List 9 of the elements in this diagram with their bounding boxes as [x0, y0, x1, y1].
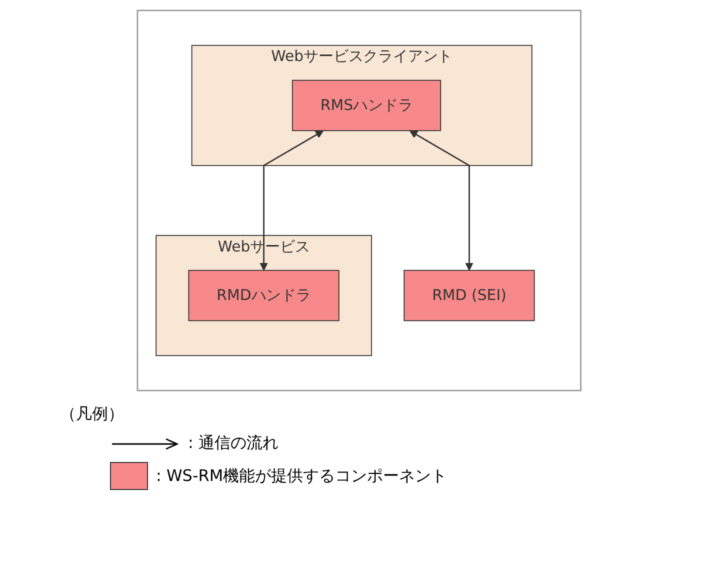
node-box: RMDハンドラ [188, 269, 340, 321]
arrow [409, 130, 474, 270]
legend-heading: （凡例） [60, 404, 124, 425]
cluster [136, 9, 582, 391]
legend-text: : WS-RM機能が提供するコンポーネント [156, 466, 448, 486]
node-box: RMSハンドラ [292, 79, 441, 131]
arrow [260, 130, 324, 270]
node-box: RMD (SEI) [404, 269, 535, 321]
legend-text: : 通信の流れ [188, 433, 278, 454]
